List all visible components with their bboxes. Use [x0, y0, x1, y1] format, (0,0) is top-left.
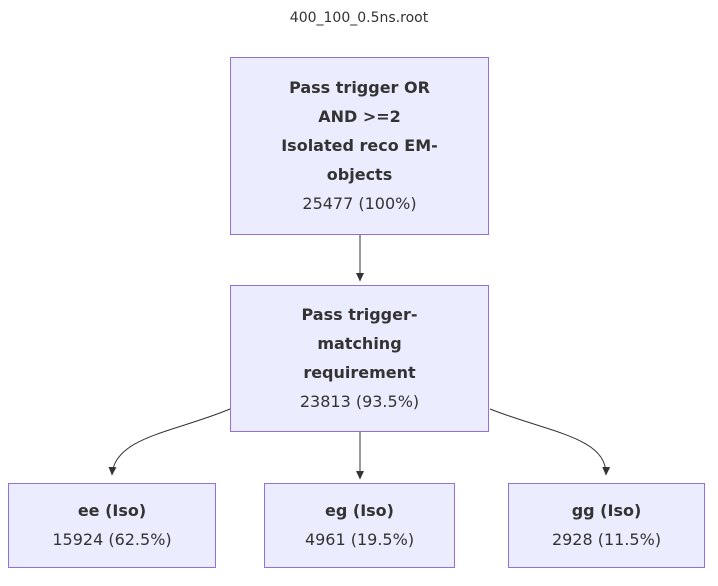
node-label: eg (Iso): [325, 501, 394, 520]
node-count: 2928 (11.5%): [551, 530, 662, 549]
node-eg-iso: eg (Iso) 4961 (19.5%): [264, 483, 455, 568]
node-count: 4961 (19.5%): [304, 530, 415, 549]
node-label: Pass trigger OR AND >=2 Isolated reco EM…: [281, 78, 438, 184]
edge-trigmatch-to-gg-arrow: [489, 408, 611, 476]
node-count: 23813 (93.5%): [299, 392, 420, 411]
node-label: Pass trigger- matching requirement: [301, 305, 418, 382]
node-pass-trigger-or: Pass trigger OR AND >=2 Isolated reco EM…: [230, 57, 489, 235]
node-gg-iso: gg (Iso) 2928 (11.5%): [508, 483, 705, 568]
diagram-title: 400_100_0.5ns.root: [289, 10, 429, 26]
node-label: ee (Iso): [77, 501, 147, 520]
node-count: 25477 (100%): [302, 194, 417, 213]
edge-trigmatch-to-ee-arrow: [108, 408, 231, 476]
node-count: 15924 (62.5%): [52, 530, 172, 549]
node-ee-iso: ee (Iso) 15924 (62.5%): [8, 483, 216, 568]
node-trigger-matching: Pass trigger- matching requirement 23813…: [230, 285, 489, 432]
node-label: gg (Iso): [571, 501, 642, 520]
